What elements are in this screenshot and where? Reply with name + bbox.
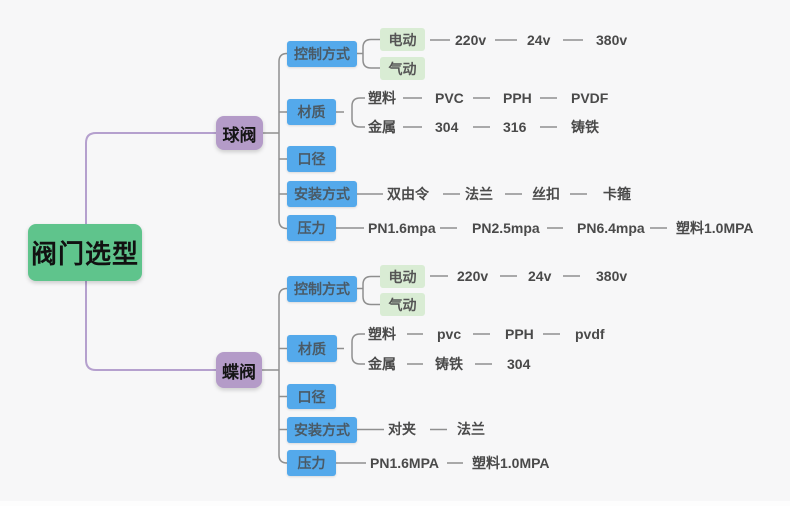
canvas-bottom-edge (0, 501, 790, 506)
leaf-material[interactable]: 304 (435, 119, 459, 135)
leaf-material-metal[interactable]: 金属 (368, 119, 396, 135)
leaf-material-metal[interactable]: 金属 (368, 356, 396, 372)
category-node-diameter[interactable]: 口径 (287, 384, 336, 409)
leaf-install[interactable]: 丝扣 (532, 186, 560, 202)
leaf-install[interactable]: 法兰 (465, 186, 493, 202)
leaf-pressure[interactable]: 塑料1.0MPA (676, 220, 754, 236)
leafbox-pneumatic[interactable]: 气动 (380, 293, 425, 316)
leaf-material-plastic[interactable]: 塑料 (368, 90, 396, 106)
leaf-pressure[interactable]: PN6.4mpa (577, 220, 645, 236)
leafbox-electric[interactable]: 电动 (380, 28, 425, 51)
category-node-installation[interactable]: 安装方式 (287, 181, 357, 207)
leaf-material[interactable]: 铸铁 (435, 356, 463, 372)
leaf-install[interactable]: 双由令 (387, 186, 429, 202)
leaf-pressure[interactable]: PN1.6mpa (368, 220, 436, 236)
leaf-material[interactable]: PVDF (571, 90, 609, 106)
category-node-material[interactable]: 材质 (287, 99, 336, 125)
leaf-material-plastic[interactable]: 塑料 (368, 326, 396, 342)
leaf-material[interactable]: PPH (505, 326, 534, 342)
category-node-pressure[interactable]: 压力 (287, 215, 336, 241)
leaf-install[interactable]: 法兰 (457, 421, 485, 437)
leaf-material[interactable]: 316 (503, 119, 527, 135)
branch-node-ball-valve[interactable]: 球阀 (216, 116, 263, 150)
leaf-material[interactable]: pvdf (575, 326, 605, 342)
category-node-material[interactable]: 材质 (287, 335, 337, 362)
leaf-install[interactable]: 卡箍 (603, 186, 631, 202)
leaf-pressure[interactable]: PN1.6MPA (370, 455, 439, 471)
leaf-voltage[interactable]: 24v (528, 268, 552, 284)
category-node-control-mode[interactable]: 控制方式 (287, 276, 357, 302)
leaf-voltage[interactable]: 220v (457, 268, 489, 284)
leaf-material[interactable]: 304 (507, 356, 531, 372)
leaf-pressure[interactable]: 塑料1.0MPA (472, 455, 550, 471)
category-node-control-mode[interactable]: 控制方式 (287, 41, 357, 67)
leaf-material[interactable]: PVC (435, 90, 464, 106)
leaf-voltage[interactable]: 380v (596, 32, 628, 48)
root-node-valve-selection[interactable]: 阀门选型 (28, 224, 142, 281)
leaf-pressure[interactable]: PN2.5mpa (472, 220, 540, 236)
branch-node-butterfly-valve[interactable]: 蝶阀 (216, 352, 262, 388)
leaf-material[interactable]: PPH (503, 90, 532, 106)
leaf-voltage[interactable]: 220v (455, 32, 487, 48)
category-node-installation[interactable]: 安装方式 (287, 417, 357, 443)
category-node-diameter[interactable]: 口径 (287, 146, 336, 172)
leaf-voltage[interactable]: 380v (596, 268, 628, 284)
leafbox-electric[interactable]: 电动 (380, 265, 425, 288)
leaf-voltage[interactable]: 24v (527, 32, 551, 48)
leaf-material[interactable]: 铸铁 (571, 119, 599, 135)
category-node-pressure[interactable]: 压力 (287, 450, 336, 476)
leafbox-pneumatic[interactable]: 气动 (380, 57, 425, 80)
leaf-install[interactable]: 对夹 (388, 421, 416, 437)
gray-tree-lines (262, 38, 667, 464)
leaf-material[interactable]: pvc (437, 326, 462, 342)
